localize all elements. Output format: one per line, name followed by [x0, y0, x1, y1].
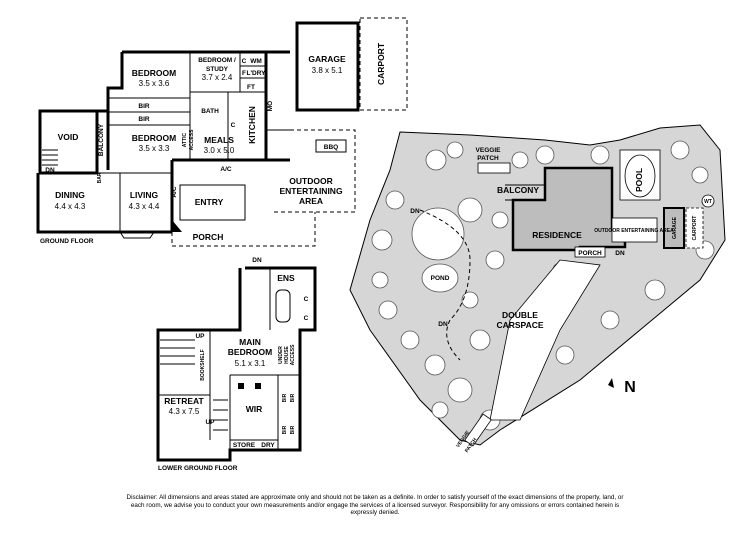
bbq-label: BBQ [324, 144, 338, 151]
lg-dn-label: DN [252, 257, 262, 264]
lg-bir4-label: BIR [290, 425, 296, 434]
site-carspace-label1: DOUBLE [502, 310, 538, 320]
site-dn3-label: DN [438, 321, 448, 328]
bedroom1-dims: 3.5 x 3.6 [139, 79, 170, 88]
retreat-dims: 4.3 x 7.5 [169, 407, 200, 416]
bedroom1-label: BEDROOM [132, 68, 176, 78]
lg-bir1-label: BIR [282, 393, 288, 402]
kitchen-label: KITCHEN [247, 106, 257, 144]
site-residence-label: RESIDENCE [532, 230, 582, 240]
bookshelf-label: BOOKSHELF [200, 349, 206, 380]
entry-area [179, 184, 246, 221]
attic-label: ATTIC [182, 132, 188, 147]
outdoor-label-2: ENTERTAINING [279, 186, 343, 196]
c-label: C [242, 58, 247, 65]
disclaimer-text: Disclaimer: All dimensions and areas sta… [126, 494, 624, 517]
north-arrow-label: N [624, 379, 636, 396]
garage-label: GARAGE [308, 54, 346, 64]
lower-ground-floor-plan: DN ENS C C MAIN BEDROOM 5.1 x 3.1 UNDER … [156, 257, 317, 472]
up2-label: UP [205, 419, 215, 426]
site-pool-label: POOL [634, 168, 644, 192]
living-label: LIVING [130, 190, 159, 200]
retreat-label: RETREAT [164, 396, 204, 406]
site-carport [685, 207, 704, 249]
site-dn2-label: DN [615, 250, 625, 257]
site-boundary [349, 124, 726, 446]
bedroom-study-label2: STUDY [206, 66, 229, 73]
under-house-1: UNDER [278, 346, 284, 364]
site-dn1-label: DN [410, 208, 420, 215]
dn-gf-label: DN [45, 167, 55, 174]
store-label: STORE [233, 442, 256, 449]
site-wt-label: WT [704, 199, 712, 205]
porch-gf-label: PORCH [193, 232, 224, 242]
site-carport-label: CARPORT [692, 216, 698, 241]
dining-dims: 4.4 x 4.3 [55, 202, 86, 211]
site-pond-label: POND [431, 275, 450, 282]
dining-label: DINING [55, 190, 85, 200]
bir1-label: BIR [138, 103, 150, 110]
balcony-gf-label: BALCONY [98, 123, 105, 156]
meals-label: MEALS [204, 135, 234, 145]
site-carspace-label2: CARSPACE [496, 320, 543, 330]
ens-label: ENS [277, 273, 295, 283]
bir2-label: BIR [138, 116, 150, 123]
bedroom2-dims: 3.5 x 3.3 [139, 144, 170, 153]
carport-area [359, 17, 408, 111]
void-room [38, 109, 99, 175]
ground-floor-title: GROUND FLOOR [40, 238, 94, 245]
wir-label: WIR [246, 404, 263, 414]
living-dims: 4.3 x 4.4 [129, 202, 160, 211]
ground-floor-plan: GARAGE 3.8 x 5.1 CARPORT BEDROOM 3.5 x 3… [36, 17, 408, 247]
void-label: VOID [58, 132, 79, 142]
site-garage [663, 207, 685, 249]
site-porch-label: PORCH [578, 250, 602, 257]
lg-c1-label: C [304, 296, 309, 303]
site-veggie-label1: VEGGIE [476, 147, 502, 154]
pool [624, 154, 656, 198]
ac2-label: A/C [171, 186, 178, 198]
main-bedroom-dims: 5.1 x 3.1 [235, 359, 266, 368]
wm-label: WM [250, 58, 262, 65]
bath-label: BATH [201, 108, 219, 115]
outdoor-label-3: AREA [299, 196, 323, 206]
lg-c2-label: C [304, 315, 309, 322]
main-bedroom-label: MAIN [239, 337, 261, 347]
main-bedroom-label2: BEDROOM [228, 347, 272, 357]
garage-room [295, 21, 360, 112]
site-garage-label: GARAGE [672, 216, 678, 239]
up1-label: UP [195, 333, 205, 340]
c2-label: C [231, 122, 236, 129]
garage-dims: 3.8 x 5.1 [312, 66, 343, 75]
access-label: ACCESS [189, 129, 195, 151]
ac1-label: A/C [220, 166, 232, 173]
entry-label: ENTRY [195, 197, 224, 207]
site-balcony-label: BALCONY [497, 185, 539, 195]
under-house-3: ACCESS [290, 344, 296, 366]
ldry-label: L'DRY [247, 70, 267, 77]
pond [421, 263, 459, 293]
bedroom-study-label: BEDROOM / [198, 57, 236, 64]
under-house-2: HOUSE [284, 345, 290, 363]
bar-label: BAR [97, 172, 103, 183]
dry-label: DRY [261, 442, 275, 449]
carport-label: CARPORT [376, 42, 386, 85]
site-veggie-label2: PATCH [477, 155, 499, 162]
site-outdoor-label: OUTDOOR ENTERTAINING AREA [594, 228, 674, 234]
site-plan: BALCONY RESIDENCE PORCH POOL OUTDOOR ENT… [349, 124, 726, 454]
fridge-label: F [242, 70, 246, 77]
lg-bir3-label: BIR [282, 425, 288, 434]
bedroom2-label: BEDROOM [132, 133, 176, 143]
outdoor-label-1: OUTDOOR [289, 176, 332, 186]
meals-dims: 3.0 x 5.0 [204, 146, 235, 155]
mo-label: MO [267, 101, 274, 111]
lower-ground-floor-title: LOWER GROUND FLOOR [158, 465, 238, 472]
lg-bir2-label: BIR [290, 393, 296, 402]
bedroom-study-dims: 3.7 x 2.4 [202, 73, 233, 82]
ft-label: FT [247, 84, 255, 91]
